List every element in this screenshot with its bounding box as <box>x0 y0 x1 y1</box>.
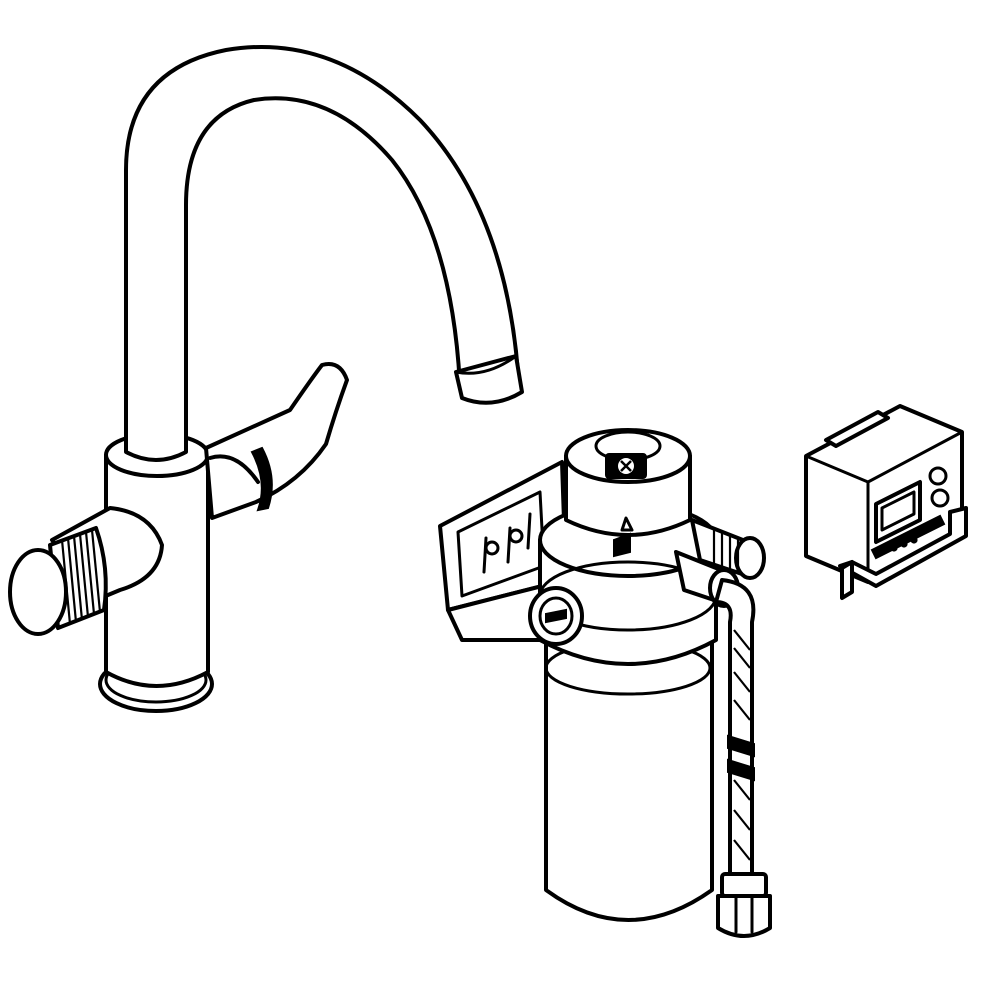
filter-cartridge <box>544 638 714 922</box>
faucet-spout <box>124 45 524 462</box>
filter-hose <box>714 578 772 938</box>
monitor-buttons <box>928 466 950 508</box>
filter-monitor-icon <box>804 404 968 600</box>
filter-release-knob <box>528 586 584 646</box>
faucet-knob-left <box>8 506 164 636</box>
faucet-lever-right <box>204 362 349 520</box>
knob-grip-hatching <box>60 529 102 625</box>
lock-symbol-icon <box>605 453 647 479</box>
unlock-arrow-icon <box>613 516 634 558</box>
water-filter-icon <box>438 428 772 938</box>
faucet-icon <box>8 45 524 713</box>
monitor-stand <box>838 506 968 600</box>
monitor-screen <box>874 480 922 544</box>
